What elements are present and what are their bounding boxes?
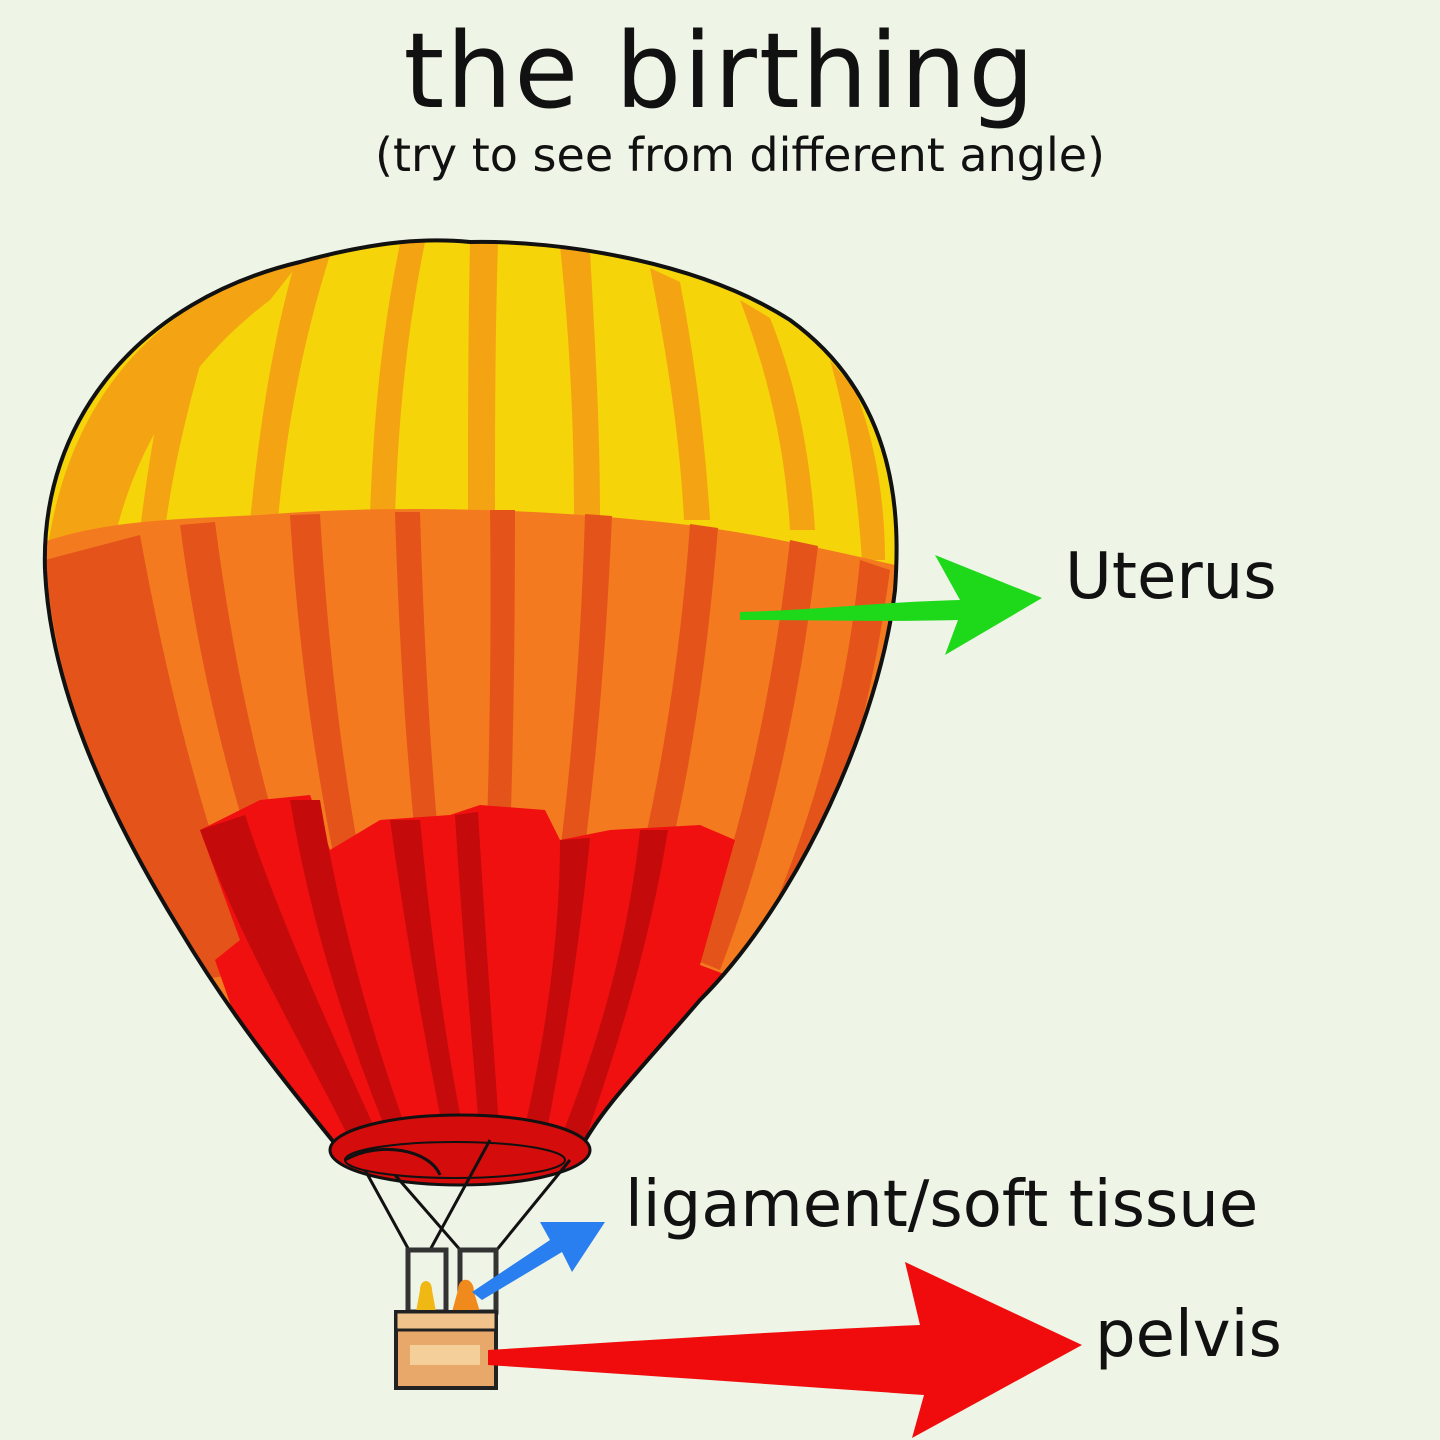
page-title: the birthing: [403, 10, 1037, 132]
pelvis-label: pelvis: [1095, 1298, 1282, 1372]
ligament-label: ligament/soft tissue: [625, 1168, 1259, 1242]
balloon-burner-icon: [405, 1247, 499, 1315]
balloon-mouth-icon: [328, 1113, 592, 1187]
pelvis-arrow-icon: [488, 1262, 1082, 1438]
uterus-arrow-icon: [740, 555, 1042, 655]
page-subtitle: (try to see from different angle): [375, 128, 1105, 182]
uterus-label: Uterus: [1065, 540, 1277, 614]
ligament-arrow-icon: [472, 1222, 605, 1300]
basket-icon: [394, 1310, 498, 1390]
balloon-envelope-icon: [44, 240, 897, 1150]
balloon-ropes-icon: [363, 1139, 572, 1253]
